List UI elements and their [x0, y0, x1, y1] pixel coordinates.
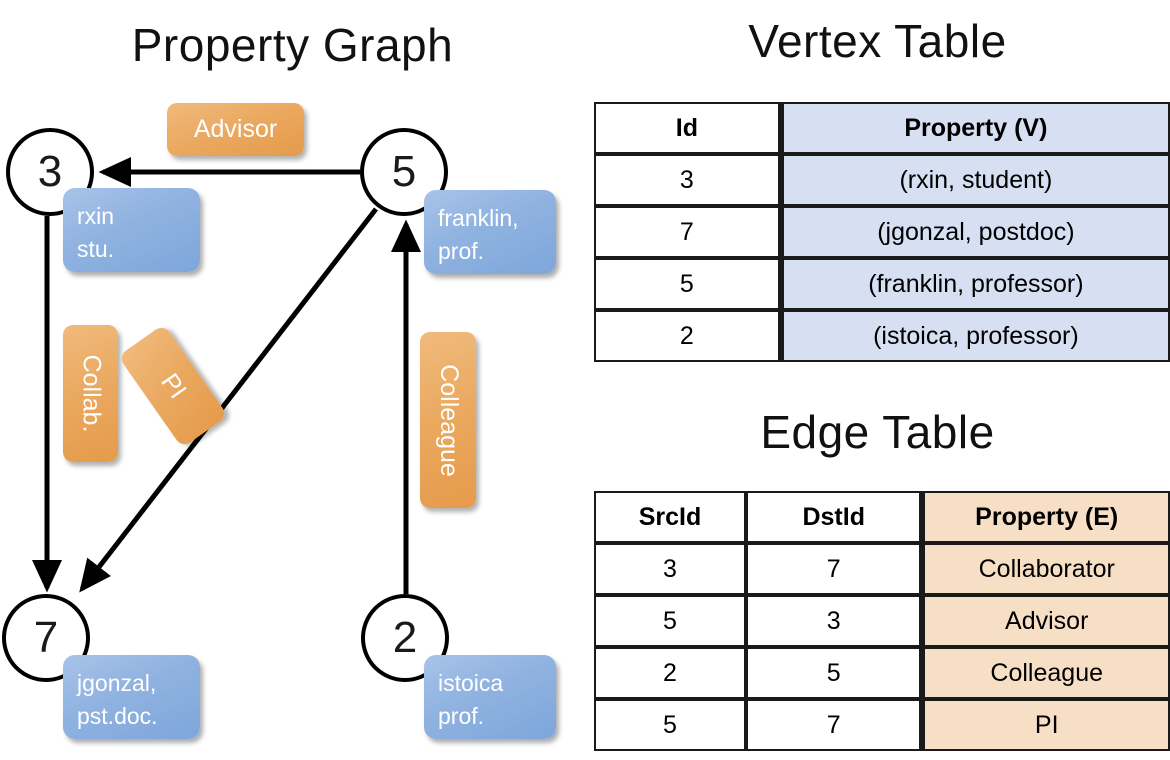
- vertex-row-3-id: 2: [594, 310, 780, 362]
- page-title-edge-table: Edge Table: [760, 406, 995, 458]
- table-row[interactable]: 3 7 Collaborator: [594, 543, 1170, 595]
- graph-node-2-label: 2: [392, 613, 418, 662]
- vertex-table-header-id: Id: [594, 102, 780, 154]
- vertex-table: Id Property (V) 3 (rxin, student) 7 (jgo…: [594, 102, 1170, 362]
- vertex-table-header-row: Id Property (V): [594, 102, 1170, 154]
- edge-5-to-7: [79, 207, 378, 593]
- edge-row-0-property: Collaborator: [921, 543, 1170, 595]
- edge-table-header-srcid: SrcId: [594, 491, 746, 543]
- graph-edge-lines: [32, 157, 421, 594]
- vertex-row-1-id: 7: [594, 206, 780, 258]
- edge-row-2-dst: 5: [746, 647, 922, 699]
- table-row[interactable]: 3 (rxin, student): [594, 154, 1170, 206]
- edge-label-pi-text: PI: [155, 368, 192, 404]
- edge-table: SrcId DstId Property (E) 3 7 Collaborato…: [594, 491, 1170, 751]
- vertex-property-box-rxin[interactable]: rxin stu.: [63, 188, 200, 272]
- graph-node-3-label: 3: [37, 147, 63, 196]
- property-graph-panel: Property Graph 3 5 7 2 rxin stu. frankli…: [2, 19, 556, 739]
- vertex-row-0-property: (rxin, student): [779, 154, 1170, 206]
- edge-row-3-dst: 7: [746, 699, 922, 751]
- edge-label-colleague[interactable]: Colleague: [420, 332, 476, 508]
- edge-row-2-src: 2: [594, 647, 746, 699]
- vertex-row-2-property: (franklin, professor): [779, 258, 1170, 310]
- vertex-property-box-istoica[interactable]: istoica prof.: [424, 655, 556, 739]
- table-row[interactable]: 7 (jgonzal, postdoc): [594, 206, 1170, 258]
- vertex-property-rxin-line2: stu.: [77, 236, 115, 263]
- edge-row-1-dst: 3: [746, 595, 922, 647]
- edge-row-1-property: Advisor: [921, 595, 1170, 647]
- edge-label-advisor-text: Advisor: [193, 115, 278, 143]
- vertex-property-jgonzal-line1: jgonzal,: [77, 670, 157, 696]
- edge-table-header-property: Property (E): [921, 491, 1170, 543]
- edge-row-0-dst: 7: [746, 543, 922, 595]
- vertex-row-2-id: 5: [594, 258, 780, 310]
- vertex-property-franklin-line2: prof.: [438, 238, 485, 265]
- edge-row-2-property: Colleague: [921, 647, 1170, 699]
- vertex-row-0-id: 3: [594, 154, 780, 206]
- edge-label-collab-text: Collab.: [77, 354, 106, 433]
- vertex-property-istoica-line2: prof.: [438, 703, 485, 730]
- graph-node-7-label: 7: [33, 613, 59, 662]
- page-title-property-graph: Property Graph: [131, 19, 454, 71]
- edge-row-3-property: PI: [921, 699, 1170, 751]
- vertex-table-header-property: Property (V): [779, 102, 1170, 154]
- edge-table-header-row: SrcId DstId Property (E): [594, 491, 1170, 543]
- edge-label-collab[interactable]: Collab.: [63, 325, 118, 462]
- edge-label-colleague-text: Colleague: [434, 363, 463, 477]
- vertex-property-jgonzal-line2: pst.doc.: [77, 703, 158, 730]
- vertex-property-rxin-line1: rxin: [77, 203, 115, 229]
- table-row[interactable]: 2 (istoica, professor): [594, 310, 1170, 362]
- vertex-row-1-property: (jgonzal, postdoc): [779, 206, 1170, 258]
- edge-label-advisor[interactable]: Advisor: [167, 103, 304, 156]
- vertex-property-box-franklin[interactable]: franklin, prof.: [424, 190, 556, 274]
- vertex-property-box-jgonzal[interactable]: jgonzal, pst.doc.: [63, 655, 200, 739]
- edge-row-1-src: 5: [594, 595, 746, 647]
- table-row[interactable]: 5 3 Advisor: [594, 595, 1170, 647]
- vertex-property-franklin-line1: franklin,: [438, 205, 519, 231]
- vertex-row-3-property: (istoica, professor): [779, 310, 1170, 362]
- edge-row-0-src: 3: [594, 543, 746, 595]
- graph-node-5[interactable]: 5: [360, 128, 448, 216]
- table-row[interactable]: 5 7 PI: [594, 699, 1170, 751]
- edge-table-header-dstid: DstId: [746, 491, 922, 543]
- graph-node-5-label: 5: [391, 147, 417, 196]
- graph-node-2[interactable]: 2: [361, 594, 449, 682]
- vertex-property-istoica-line1: istoica: [438, 670, 504, 696]
- table-row[interactable]: 5 (franklin, professor): [594, 258, 1170, 310]
- table-row[interactable]: 2 5 Colleague: [594, 647, 1170, 699]
- page-title-vertex-table: Vertex Table: [748, 15, 1007, 67]
- edge-row-3-src: 5: [594, 699, 746, 751]
